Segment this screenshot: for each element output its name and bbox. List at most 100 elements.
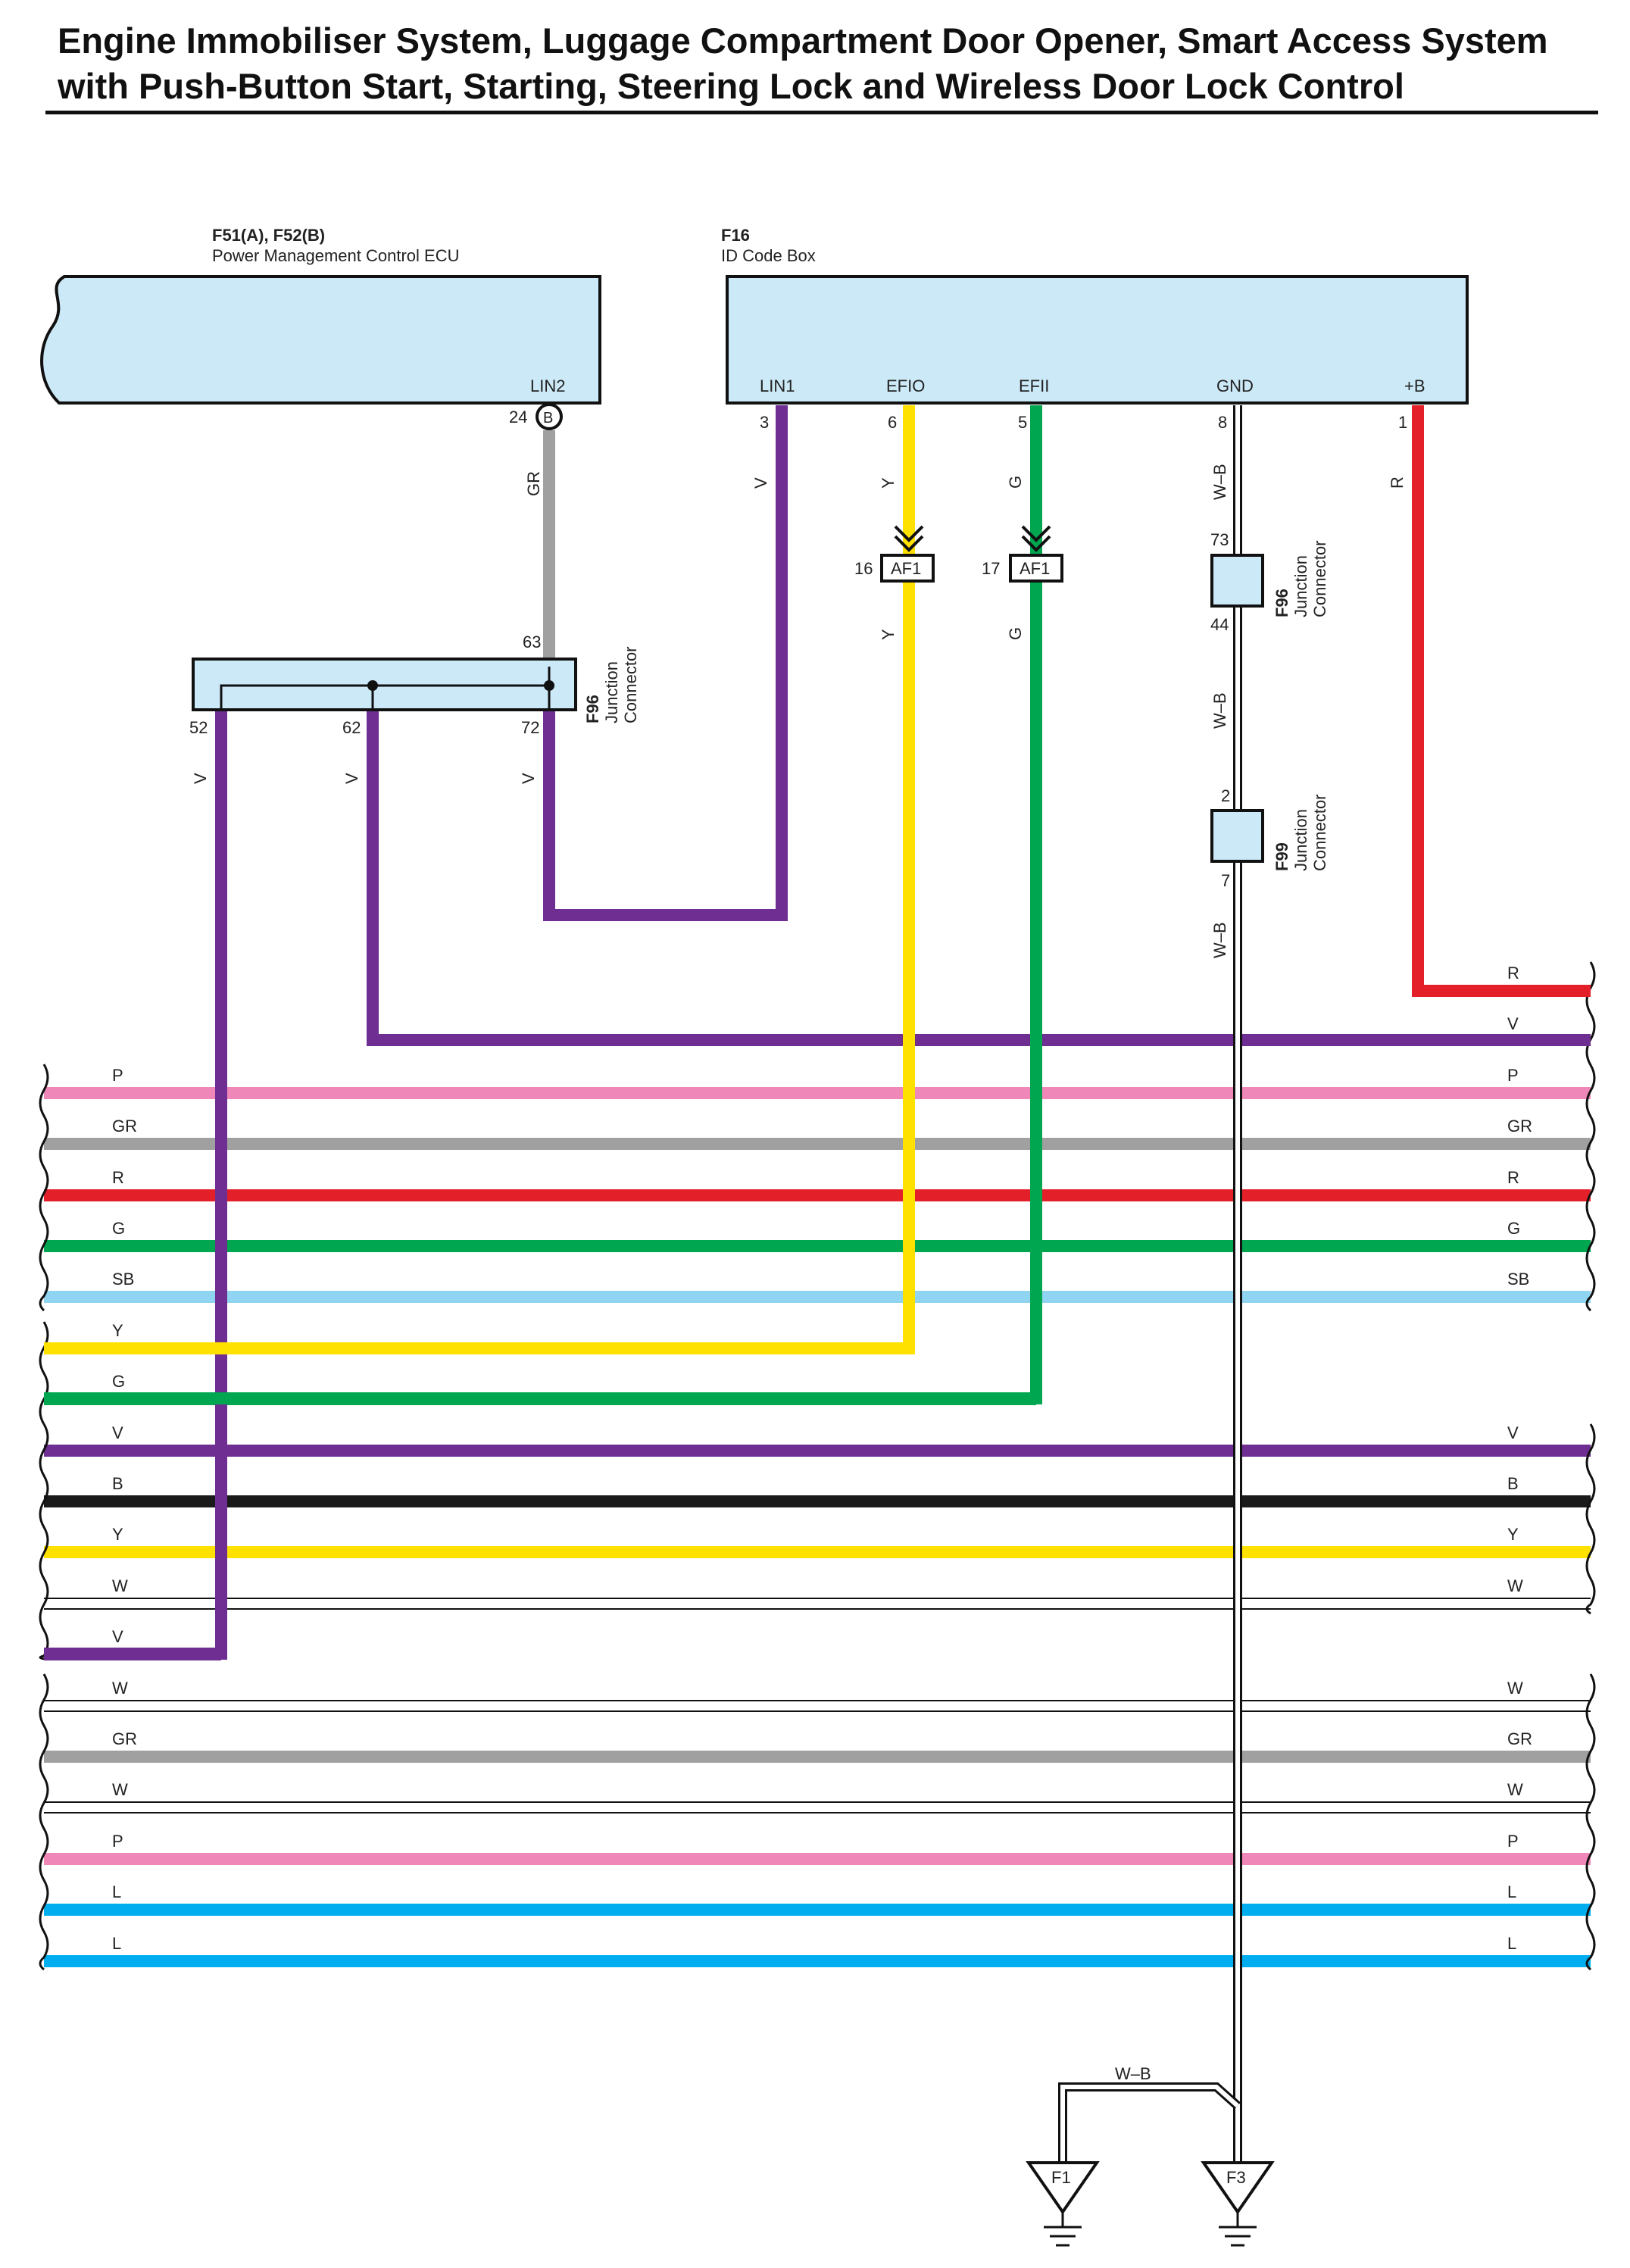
bus-label-right-0: R — [1507, 964, 1519, 982]
bus-label-right-1: V — [1507, 1014, 1519, 1033]
break-mark-4 — [1585, 961, 1596, 1312]
id-code-box: F16 ID Code Box LIN1 EFIO EFII GND +B 3 … — [721, 226, 1469, 432]
bus-label-left-13: V — [112, 1627, 123, 1646]
f96-small-code: F96 — [1272, 589, 1291, 617]
wire-g-efii — [44, 405, 1042, 1404]
f96-pin-52: 52 — [189, 718, 208, 737]
bus-label-left-14: W — [112, 1679, 128, 1698]
label-efio-upper: Y — [879, 477, 898, 489]
inline-connector-af1-17: AF1 17 — [982, 525, 1063, 583]
label-gr: GR — [524, 471, 543, 496]
bus-label-left-9: V — [112, 1423, 123, 1442]
label-gnd-1: W–B — [1210, 464, 1229, 500]
label-gnd-2: W–B — [1210, 692, 1229, 729]
af1-17-pin: 17 — [982, 559, 1000, 578]
bus-label-right-16: W — [1507, 1780, 1523, 1799]
label-efio-lower: Y — [879, 629, 898, 640]
label-v-52: V — [191, 773, 210, 784]
wire-v-52 — [44, 701, 227, 1660]
break-marks — [39, 961, 1596, 1971]
ecu-code: F51(A), F52(B) — [212, 226, 325, 245]
ecu-connector-letter: B — [543, 410, 553, 426]
bus-label-right-10: B — [1507, 1474, 1519, 1493]
bus-label-right-17: P — [1507, 1832, 1519, 1851]
ecu-name: Power Management Control ECU — [212, 246, 459, 265]
bus-label-left-7: Y — [112, 1321, 123, 1340]
f99-name-2: Connector — [1310, 794, 1329, 871]
title-line-2: with Push-Button Start, Starting, Steeri… — [58, 66, 1404, 106]
id-code-box-body — [726, 275, 1469, 405]
id-box-name: ID Code Box — [721, 246, 816, 265]
bus-label-right-4: R — [1507, 1168, 1519, 1187]
label-gnd-3: W–B — [1210, 922, 1229, 958]
pin-label-efii: EFII — [1019, 376, 1049, 395]
bus-label-left-6: SB — [112, 1270, 134, 1289]
bus-label-left-8: G — [112, 1372, 125, 1391]
label-lin1-v: V — [751, 477, 770, 489]
label-plus-b: R — [1388, 476, 1407, 489]
bus-label-left-5: G — [112, 1219, 125, 1238]
f96-small-name-2: Connector — [1310, 540, 1329, 617]
bus-label-right-6: SB — [1507, 1270, 1529, 1289]
break-mark-1 — [39, 1321, 49, 1425]
wire-v-lin1 — [543, 405, 788, 921]
junction-f96-small-body — [1210, 554, 1264, 608]
break-mark-3 — [39, 1673, 49, 1971]
f96-small-name-1: Junction — [1291, 555, 1310, 617]
junction-f96-small: 73 44 F96 Junction Connector — [1210, 530, 1329, 634]
bus-label-left-18: L — [112, 1882, 121, 1901]
wire-v-62 — [367, 701, 1591, 1046]
junction-f96-main: 63 52 62 72 F96 Junction Connector — [189, 633, 640, 737]
bus-label-left-2: P — [112, 1066, 123, 1085]
f96-small-pin-44: 44 — [1210, 615, 1229, 634]
pin-label-efio: EFIO — [886, 376, 925, 395]
bus-label-left-19: L — [112, 1934, 121, 1953]
label-efii-upper: G — [1006, 476, 1025, 489]
id-box-code: F16 — [721, 226, 750, 245]
f96-pin-62: 62 — [342, 718, 361, 737]
ecu-box — [40, 275, 601, 405]
break-mark-5 — [1585, 1423, 1596, 1615]
f99-pin-2: 2 — [1221, 786, 1230, 805]
bus-label-left-10: B — [112, 1474, 123, 1493]
junction-dot-72 — [544, 680, 554, 691]
pin-label-plus-b: +B — [1404, 376, 1425, 395]
bus-label-right-12: W — [1507, 1576, 1523, 1595]
wire-label-group: GR V Y Y G G W–B W–B W–B R V V V W–B — [191, 464, 1407, 2083]
ecu-pin-number: 24 — [509, 408, 527, 426]
af1-16-body — [880, 554, 935, 583]
junction-f96-bus-line — [220, 667, 551, 710]
ground-f1-label: F1 — [1051, 2168, 1071, 2187]
bus-label-left-12: W — [112, 1576, 128, 1595]
bus-label-right-5: G — [1507, 1219, 1520, 1238]
bus-label-right-2: P — [1507, 1066, 1519, 1085]
pin-number-plus-b: 1 — [1398, 413, 1407, 432]
title-line-1: Engine Immobiliser System, Luggage Compa… — [58, 20, 1548, 61]
title-rule — [45, 111, 1598, 114]
bus-label-right-18: L — [1507, 1882, 1516, 1901]
bus-label-left-17: P — [112, 1832, 123, 1851]
label-ground-link: W–B — [1115, 2064, 1151, 2083]
power-management-ecu: F51(A), F52(B) Power Management Control … — [40, 226, 601, 430]
f99-pin-7: 7 — [1221, 871, 1230, 890]
ground-f3: F3 — [1201, 2161, 1275, 2247]
ground-f3-label: F3 — [1226, 2168, 1246, 2187]
bus-label-left-11: Y — [112, 1525, 123, 1544]
ground-f1: F1 — [1026, 2161, 1100, 2247]
af1-17-name: AF1 — [1020, 559, 1050, 578]
af1-17-body — [1009, 554, 1063, 583]
f96-pin-63: 63 — [523, 633, 541, 651]
inline-connector-af1-16: AF1 16 — [854, 525, 935, 583]
af1-16-name: AF1 — [891, 559, 921, 578]
bus-label-right-11: Y — [1507, 1525, 1519, 1544]
break-mark-0 — [39, 1064, 49, 1312]
bus-label-left-16: W — [112, 1780, 128, 1799]
af1-16-pin: 16 — [854, 559, 873, 578]
bus-label-right-14: W — [1507, 1679, 1523, 1698]
wire-wb-gnd — [1058, 405, 1242, 2163]
break-mark-2 — [39, 1423, 49, 1660]
ecu-connector-circle — [536, 403, 563, 430]
f96-small-pin-73: 73 — [1210, 530, 1229, 549]
bus-label-left-15: GR — [112, 1729, 137, 1748]
